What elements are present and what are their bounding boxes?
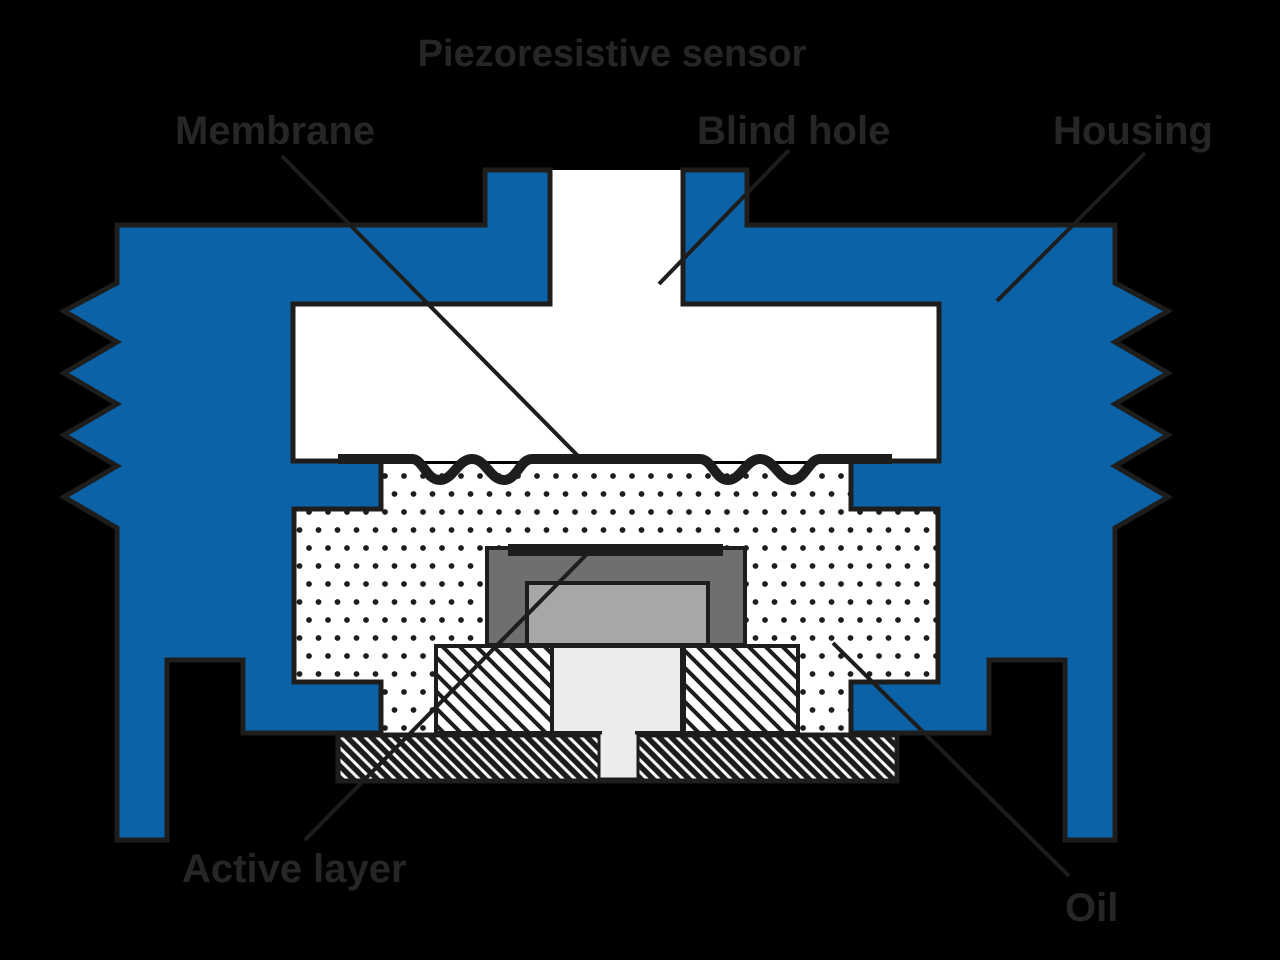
oil-leader-line [831, 641, 1071, 878]
stem-pedestal-joint [602, 726, 635, 739]
support-hatch-right-pattern [684, 646, 798, 733]
sensor-chip-inner [525, 581, 710, 647]
housing-body [64, 170, 1168, 840]
label-housing: Housing [1053, 109, 1213, 153]
blind-hole-leader-line [657, 148, 791, 286]
stem [597, 731, 640, 781]
pedestal [550, 644, 684, 735]
inner-cavity [293, 304, 939, 461]
label-active-layer: Active layer [182, 847, 407, 891]
label-oil: Oil [1065, 886, 1118, 930]
active-layer-leader-line [303, 550, 591, 842]
diagram-title: Piezoresistive sensor [418, 33, 807, 75]
membrane-wave [338, 453, 892, 486]
label-blind-hole: Blind hole [697, 109, 890, 153]
housing-outline-left [58, 167, 553, 843]
housing-outline-right [680, 167, 1174, 843]
blind-hole-cavity [550, 170, 683, 306]
active-layer-bar [508, 544, 723, 556]
label-membrane: Membrane [175, 109, 375, 153]
housing-leader-line [995, 151, 1147, 303]
membrane-leader-line [280, 154, 582, 460]
